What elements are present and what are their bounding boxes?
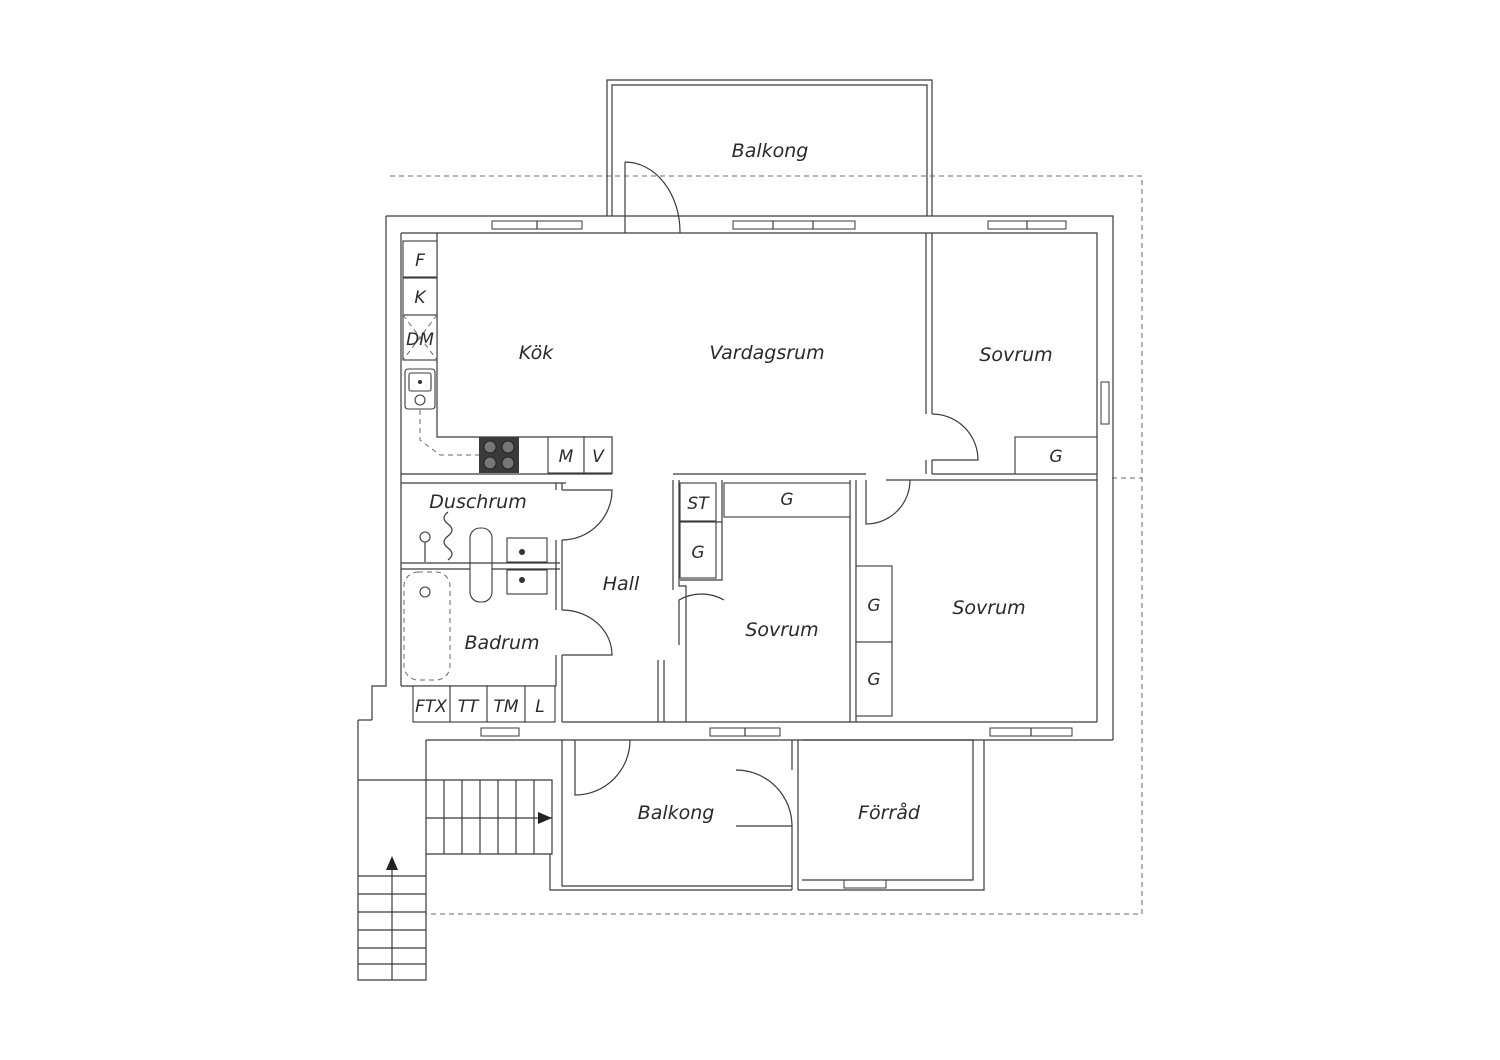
- stove-icon: [479, 437, 519, 473]
- shower-icon: [419, 511, 453, 562]
- outer-walls: [371, 215, 1114, 740]
- label-freezer: K: [414, 288, 427, 308]
- washbasin-icon: [506, 537, 548, 595]
- label-tt: TT: [458, 697, 480, 717]
- label-closet-hall: G: [691, 543, 704, 563]
- dashed-outline: [390, 175, 1143, 915]
- toilet-icon: [469, 527, 493, 603]
- stair-arrow-up-icon: [386, 856, 398, 870]
- room-balkong-bottom: Balkong: [638, 802, 715, 824]
- windows: [480, 220, 1110, 889]
- label-closet-mid-top: G: [780, 490, 793, 510]
- kitchen-counter: [402, 233, 613, 474]
- room-sovrum-ne: Sovrum: [979, 344, 1052, 366]
- kitchen-sink-icon: [404, 368, 436, 410]
- interior-doors: [561, 413, 979, 827]
- stair-arrow-right-icon: [538, 812, 552, 824]
- room-balkong-top: Balkong: [732, 140, 809, 162]
- room-sovrum-e: Sovrum: [952, 597, 1025, 619]
- label-microwave: M: [559, 447, 574, 467]
- bathroom-fixtures: [403, 511, 548, 681]
- room-vardagsrum: Vardagsrum: [709, 342, 824, 364]
- room-badrum: Badrum: [464, 632, 539, 654]
- stairs: [357, 719, 553, 981]
- label-tm: TM: [493, 697, 518, 717]
- label-fridge: F: [415, 251, 425, 271]
- room-kok: Kök: [519, 342, 554, 364]
- room-duschrum: Duschrum: [429, 491, 526, 513]
- label-closet-e-1: G: [867, 596, 880, 616]
- room-forrad: Förråd: [858, 801, 921, 824]
- label-closet-ne: G: [1049, 447, 1062, 467]
- balcony-top: [606, 79, 933, 216]
- label-closet-e-2: G: [867, 670, 880, 690]
- label-ftx: FTX: [415, 697, 447, 717]
- balcony-bottom: [425, 739, 985, 891]
- closets: [412, 436, 1098, 723]
- room-hall: Hall: [603, 573, 640, 595]
- label-storage-st: ST: [687, 494, 710, 514]
- door-balcony-top: [624, 161, 681, 234]
- label-wine: V: [592, 447, 605, 467]
- label-l: L: [535, 697, 544, 717]
- bathtub-icon: [403, 571, 451, 681]
- room-sovrum-mid: Sovrum: [745, 619, 818, 641]
- label-dishwasher: DM: [406, 330, 434, 350]
